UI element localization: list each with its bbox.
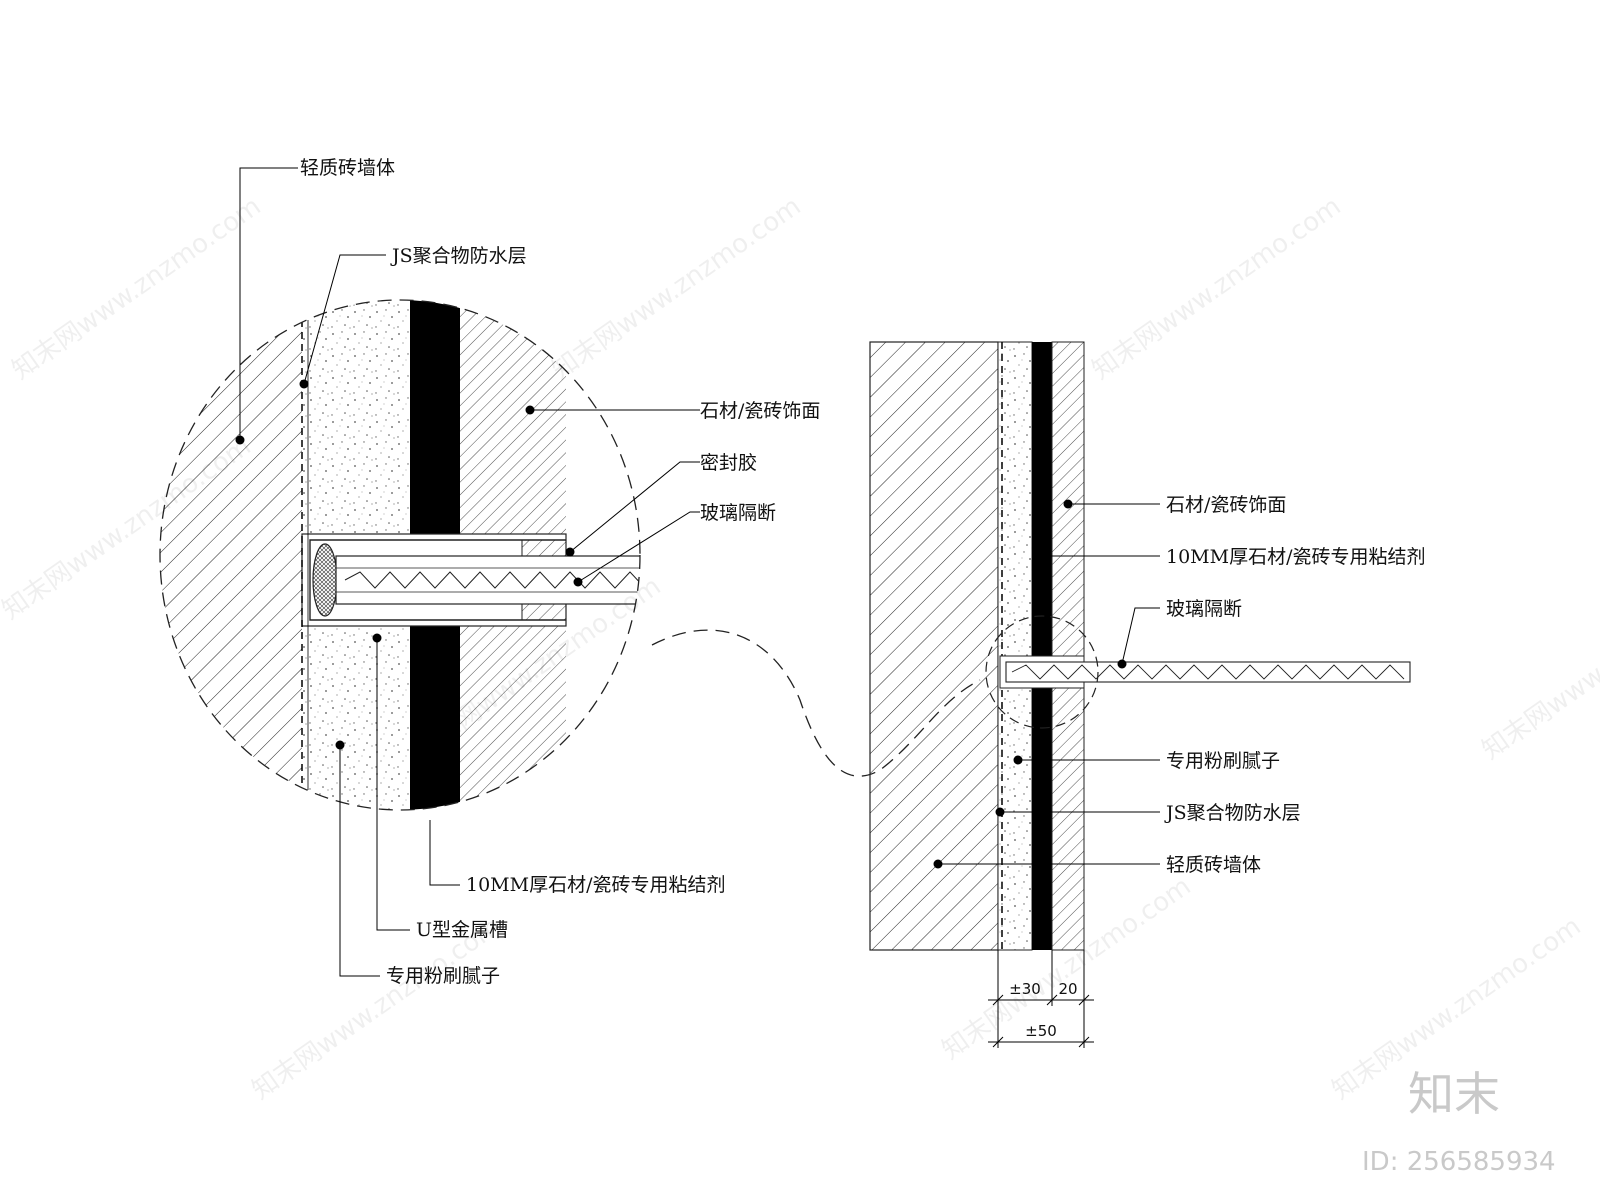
dimension-lines (988, 950, 1094, 1048)
svg-text:知末网www.znzmo.com: 知末网www.znzmo.com (1087, 191, 1347, 385)
label-waterproof: JS聚合物防水层 (390, 245, 527, 267)
sealant-top (521, 539, 567, 557)
svg-text:知末网www.znzmo.com: 知末网www.znzmo.com (1477, 571, 1600, 765)
dim-30: ±30 (1009, 980, 1041, 998)
sec-label-waterproof: JS聚合物防水层 (1164, 802, 1301, 824)
dot (573, 577, 583, 587)
section-stone (1051, 341, 1085, 951)
dot (235, 435, 245, 445)
enlarged-detail: 轻质砖墙体 JS聚合物防水层 石材/瓷砖饰面 密封胶 玻璃隔断 10MM厚石材/… (159, 157, 981, 987)
label-stone-face: 石材/瓷砖饰面 (700, 400, 820, 422)
svg-text:知末网www.znzmo.com: 知末网www.znzmo.com (247, 911, 507, 1105)
glass-laminate-zigzag (344, 571, 640, 589)
sealant-bottom (521, 603, 567, 621)
label-brick-wall: 轻质砖墙体 (300, 157, 395, 179)
section-brick-wall (869, 341, 999, 951)
dot (525, 405, 535, 415)
image-id: ID: 256585934 (1362, 1147, 1556, 1177)
u-channel (309, 539, 566, 621)
sec-label-putty: 专用粉刷腻子 (1166, 750, 1280, 772)
brick-wall-zone (160, 300, 302, 810)
section-adhesive (1032, 342, 1052, 950)
dot (372, 633, 382, 643)
dot (335, 740, 345, 750)
sec-label-glass: 玻璃隔断 (1166, 598, 1242, 620)
svg-text:知末网www.znzmo.com: 知末网www.znzmo.com (7, 191, 267, 385)
detail-circle (159, 299, 641, 811)
wall-section: 石材/瓷砖饰面 10MM厚石材/瓷砖专用粘结剂 玻璃隔断 专用粉刷腻子 JS聚合… (869, 341, 1426, 1048)
section-zoom-circle (985, 615, 1099, 729)
label-glass: 玻璃隔断 (700, 502, 776, 524)
dot (565, 547, 575, 557)
label-putty: 专用粉刷腻子 (386, 965, 500, 987)
dim-20: 20 (1058, 980, 1077, 998)
dot (299, 379, 309, 389)
backer-rod (312, 543, 338, 617)
label-u-channel: U型金属槽 (416, 919, 508, 941)
svg-text:知末网www.znzmo.com: 知末网www.znzmo.com (547, 191, 807, 385)
brand-logo: 知末 (1408, 1067, 1500, 1121)
section-putty (997, 341, 1033, 951)
label-adhesive: 10MM厚石材/瓷砖专用粘结剂 (466, 874, 726, 896)
sec-label-stone-face: 石材/瓷砖饰面 (1166, 494, 1286, 516)
label-sealant: 密封胶 (700, 452, 757, 474)
sec-label-adhesive: 10MM厚石材/瓷砖专用粘结剂 (1166, 546, 1426, 568)
section-glass (1005, 661, 1411, 683)
dim-50: ±50 (1025, 1022, 1057, 1040)
sec-label-brick-wall: 轻质砖墙体 (1166, 854, 1261, 876)
